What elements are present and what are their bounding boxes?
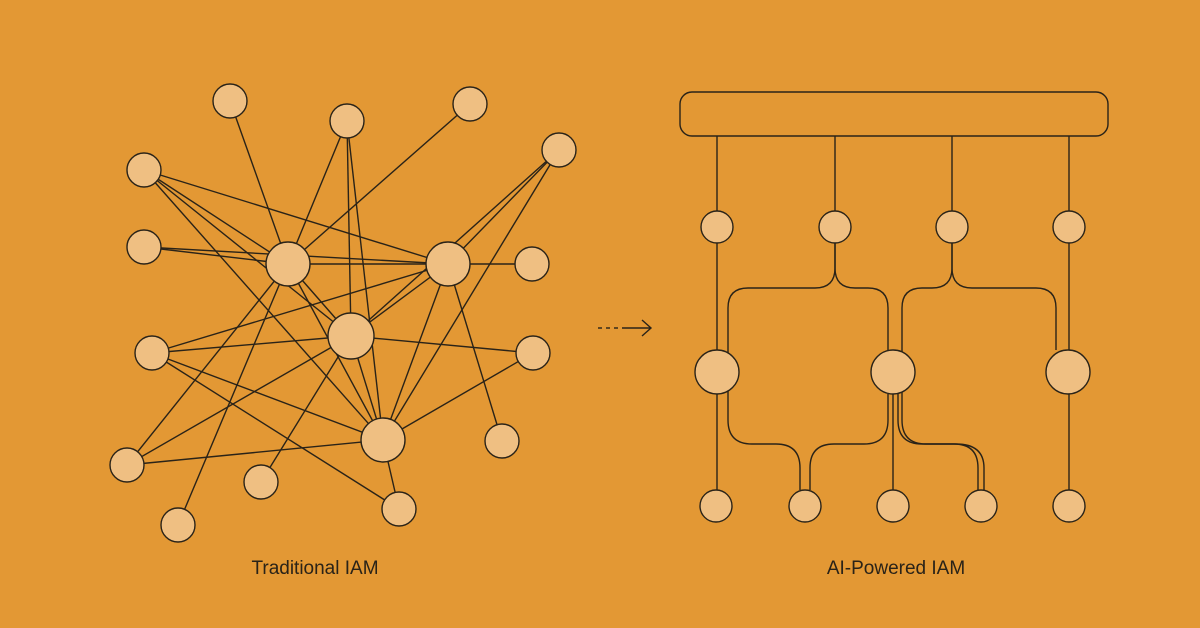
connection-line (287, 103, 471, 265)
connection-line (229, 100, 289, 265)
ai-powered-iam-caption: AI-Powered IAM (826, 558, 966, 579)
peer-node (212, 83, 248, 119)
peer-node (514, 246, 550, 282)
ai-powered-iam-diagram (679, 91, 1109, 523)
dashed-arrow-right-icon (598, 319, 653, 337)
central-platform-bar (679, 91, 1109, 137)
connection-line (151, 352, 384, 441)
hub-node (1045, 349, 1091, 395)
leaf-node (788, 489, 822, 523)
hub-node (870, 349, 916, 395)
connection-line (346, 120, 352, 337)
hub-node (425, 241, 471, 287)
peer-node (126, 152, 162, 188)
peer-node (134, 335, 170, 371)
peer-node (329, 103, 365, 139)
connection-line (260, 335, 352, 483)
connection-line (143, 169, 449, 265)
level1-node (700, 210, 734, 244)
connection-line (447, 149, 560, 265)
connection-line (346, 120, 384, 441)
connection-line (126, 439, 384, 466)
level1-node (935, 210, 969, 244)
connection-line (126, 263, 289, 466)
leaf-node (876, 489, 910, 523)
leaf-node (964, 489, 998, 523)
connection-line (151, 352, 400, 510)
peer-node (515, 335, 551, 371)
peer-node (160, 507, 196, 543)
connection-line (151, 335, 352, 354)
connection-line (287, 120, 348, 265)
peer-node (126, 229, 162, 265)
connection-line (177, 263, 289, 526)
connection-line (447, 263, 503, 442)
level1-node (1052, 210, 1086, 244)
peer-node (452, 86, 488, 122)
connection-line (151, 263, 449, 354)
hub-node (694, 349, 740, 395)
connection-line (143, 169, 289, 265)
connection-line (350, 335, 534, 354)
hub-node (265, 241, 311, 287)
peer-node (243, 464, 279, 500)
peer-node (381, 491, 417, 527)
hub-node (327, 312, 375, 360)
peer-node (541, 132, 577, 168)
ai-powered-iam-connections (716, 136, 1070, 491)
hub-node (360, 417, 406, 463)
leaf-node (1052, 489, 1086, 523)
connection-line (143, 246, 289, 265)
level1-node (818, 210, 852, 244)
peer-node (484, 423, 520, 459)
connection-line (382, 149, 560, 441)
traditional-iam-caption: Traditional IAM (251, 558, 379, 579)
connection-line (143, 169, 384, 441)
connection-line (382, 263, 449, 441)
traditional-iam-nodes (109, 83, 577, 543)
leaf-node (699, 489, 733, 523)
connection-line (382, 352, 534, 441)
peer-node (109, 447, 145, 483)
connection-line (126, 335, 352, 466)
ai-powered-iam-nodes (694, 210, 1091, 523)
